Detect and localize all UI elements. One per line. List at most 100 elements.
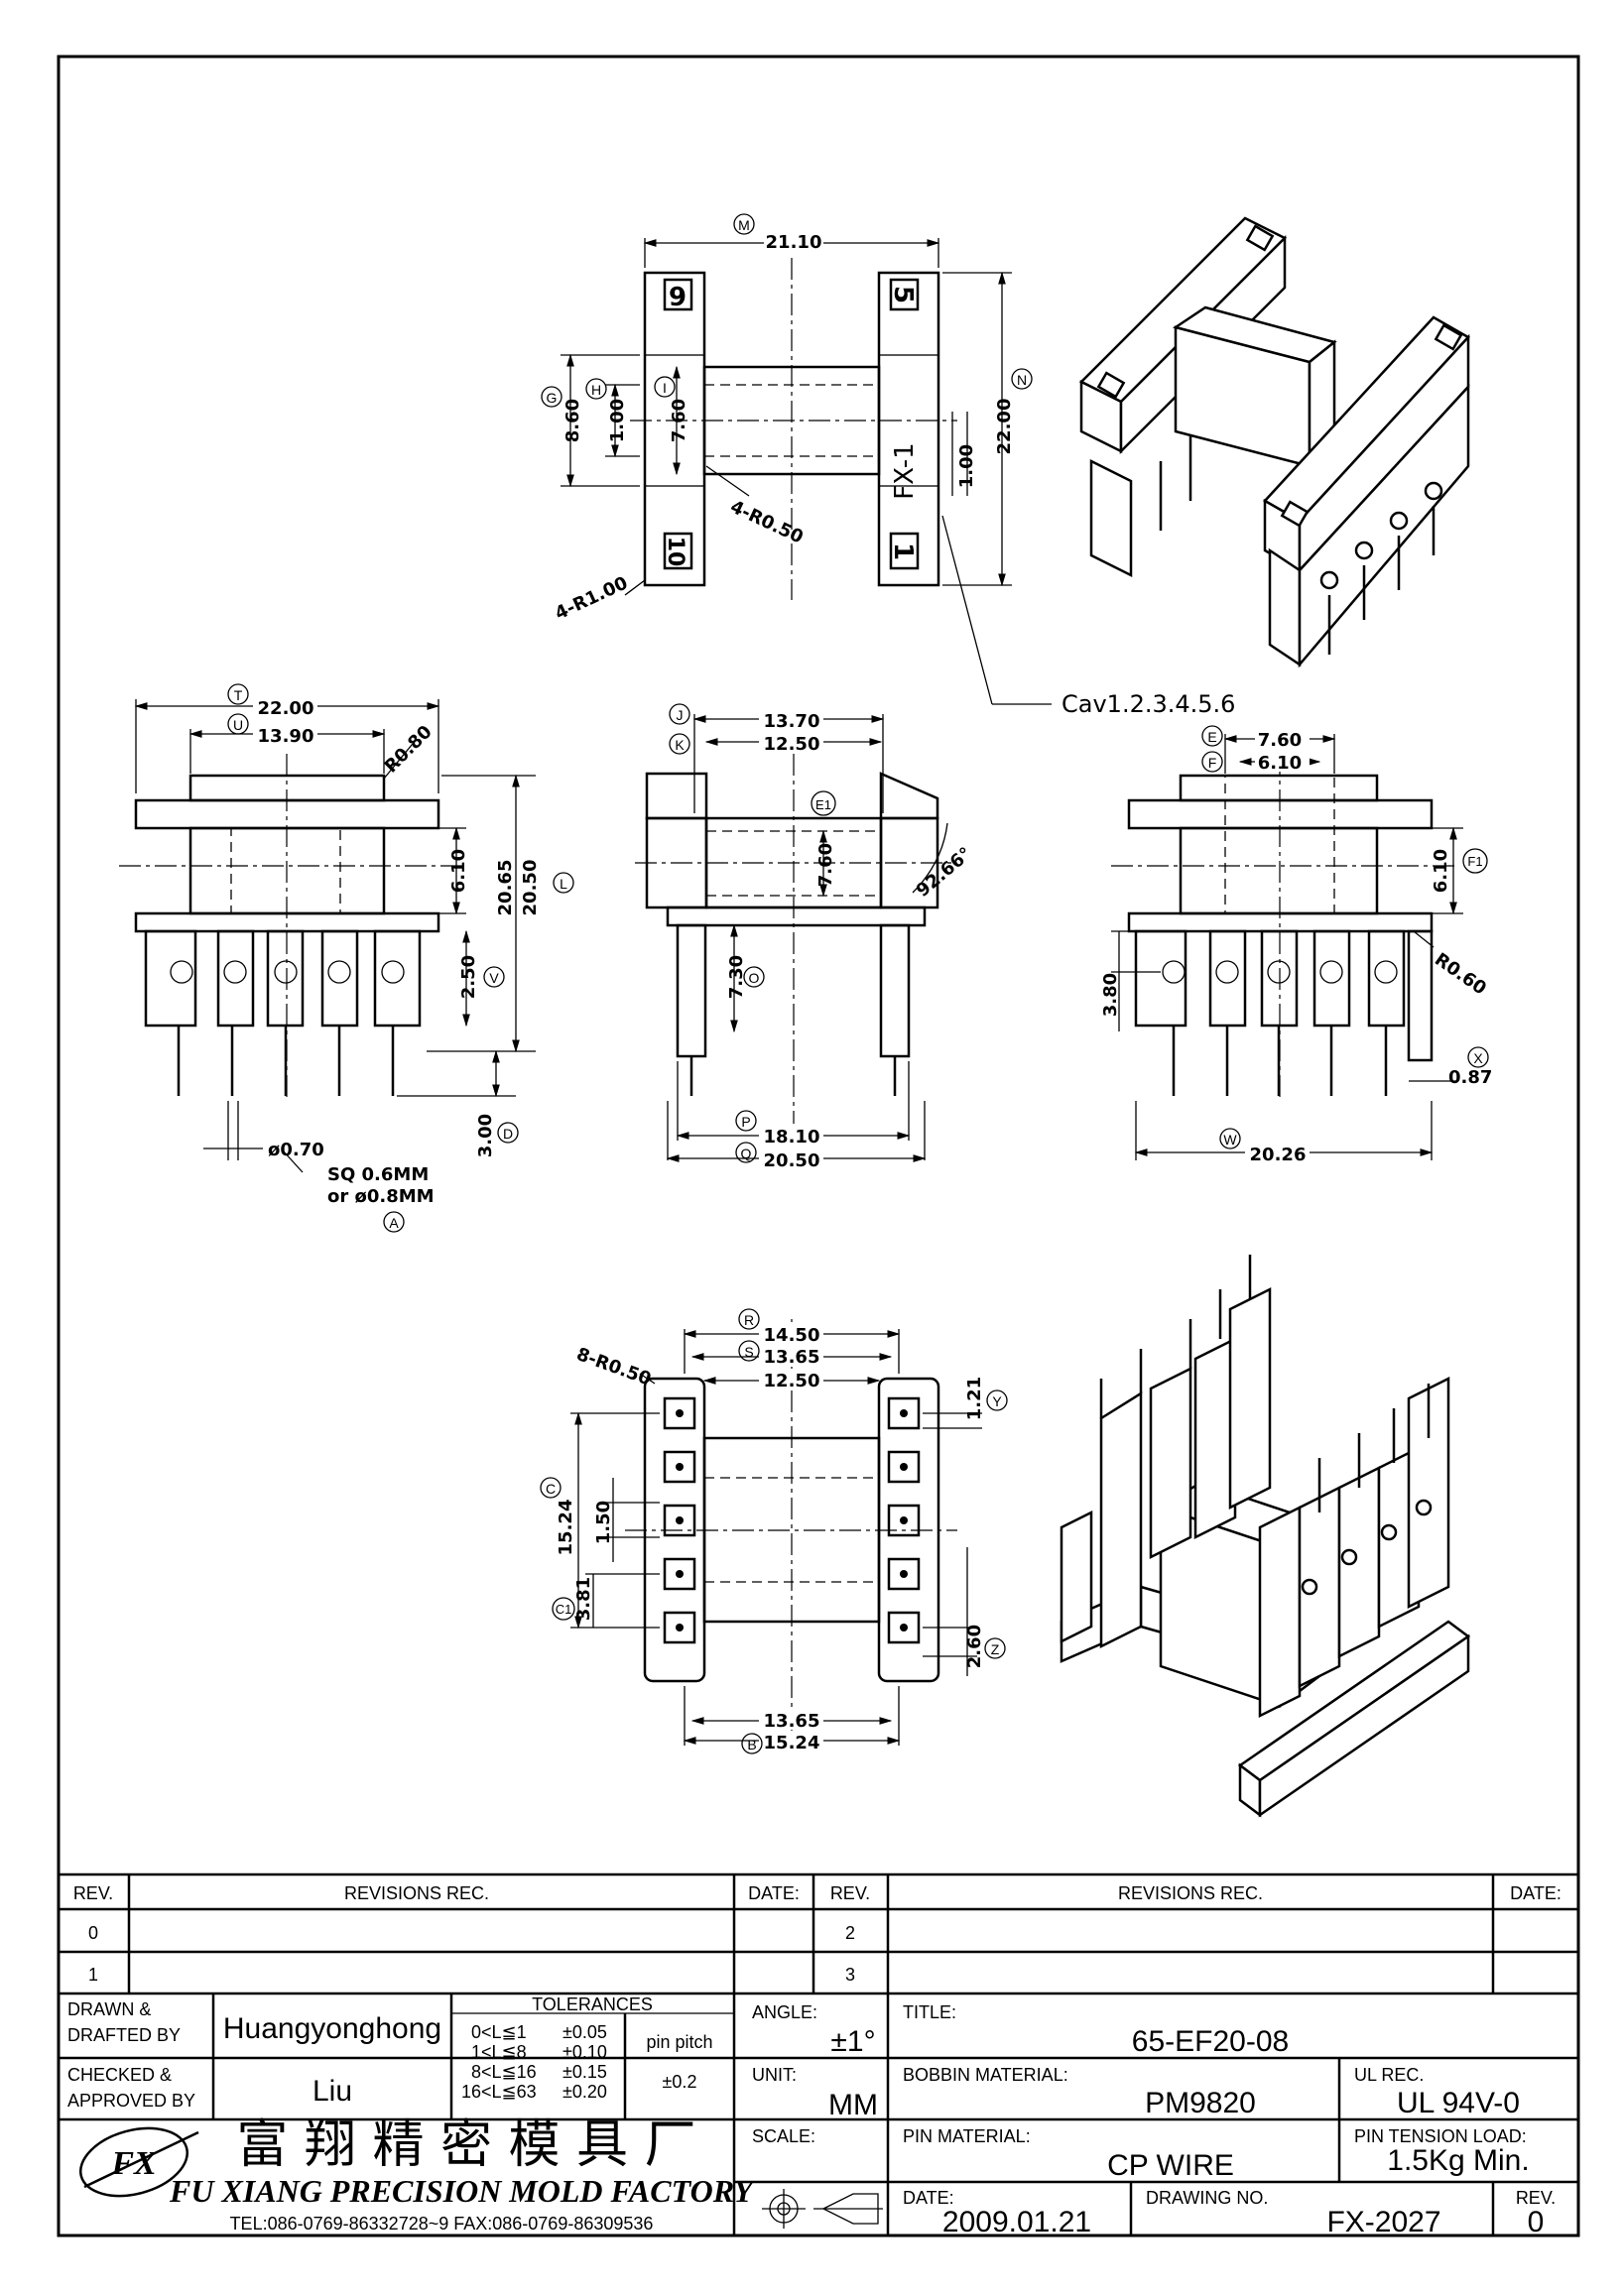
checked-label: CHECKED & xyxy=(67,2065,172,2085)
dim-380: 3.80 xyxy=(1100,973,1121,1017)
drawn-label: DRAWN & xyxy=(67,1999,151,2019)
drawing-no-label: DRAWING NO. xyxy=(1146,2188,1268,2208)
company-contact: TEL:086-0769-86332728~9 FAX:086-0769-863… xyxy=(230,2214,654,2234)
balloon-y: Y xyxy=(992,1393,1002,1409)
approved-label: APPROVED BY xyxy=(67,2091,195,2111)
approved-by: Liu xyxy=(312,2075,352,2108)
dim-s: 12.50 xyxy=(764,1371,820,1391)
balloon-r: R xyxy=(744,1312,754,1328)
tolerances-label: TOLERANCES xyxy=(532,1994,653,2014)
dim-n: 22.00 xyxy=(994,399,1015,455)
balloon-j: J xyxy=(677,707,684,723)
tol-range-4: 16<L≦63 xyxy=(461,2082,537,2102)
pin-diameter: ø0.70 xyxy=(268,1140,324,1160)
balloon-d: D xyxy=(503,1126,513,1142)
dim-1524-vertical: 15.24 xyxy=(556,1500,576,1556)
dim-610: 6.10 xyxy=(448,849,469,893)
balloon-v: V xyxy=(489,970,499,986)
balloon-b: B xyxy=(747,1737,756,1752)
dim-p: 18.10 xyxy=(764,1127,820,1148)
dim-j: 13.70 xyxy=(764,711,820,732)
tol-value-4: ±0.20 xyxy=(562,2082,607,2102)
balloon-z: Z xyxy=(991,1641,1000,1657)
rev-label: REV. xyxy=(1516,2188,1556,2208)
rev-row-1: 1 xyxy=(88,1965,98,1985)
pin-label-10: 10 xyxy=(663,537,687,567)
dim-f1: 6.10 xyxy=(1431,849,1451,893)
rev-header-left: REV. xyxy=(73,1883,113,1903)
balloon-x: X xyxy=(1473,1050,1483,1066)
dim-g: 8.60 xyxy=(562,399,583,442)
bobbin-material-label: BOBBIN MATERIAL: xyxy=(903,2065,1068,2085)
balloon-f1: F1 xyxy=(1467,854,1482,869)
sheet-border xyxy=(57,55,1580,2237)
tol-range-3: 8<L≦16 xyxy=(471,2062,537,2082)
balloon-s: S xyxy=(744,1344,753,1360)
date-label: DATE: xyxy=(903,2188,954,2208)
bottom-view: 14.50 R 13.65 S 12.50 8-R0.50 1.21 Y 15.… xyxy=(540,1308,1008,1754)
side-view: 13.70 J 12.50 K E1 7.60 92.66° 7.30 O 18… xyxy=(635,703,976,1171)
dim-260: 2.60 xyxy=(964,1625,985,1668)
dim-k: 12.50 xyxy=(764,734,820,755)
pin-material-value: CP WIRE xyxy=(1107,2149,1234,2182)
date-header-left: DATE: xyxy=(748,1883,800,1903)
balloon-p: P xyxy=(741,1114,750,1130)
dim-i: 7.60 xyxy=(669,399,689,442)
date-header-right: DATE: xyxy=(1510,1883,1562,1903)
date-value: 2009.01.21 xyxy=(942,2206,1091,2238)
radius-050: 4-R0.50 xyxy=(727,496,807,547)
balloon-k: K xyxy=(675,737,685,753)
tol-value-2: ±0.10 xyxy=(562,2042,607,2062)
dim-r: 14.50 xyxy=(764,1325,820,1346)
dim-730: 7.30 xyxy=(726,955,747,999)
balloon-c: C xyxy=(546,1481,556,1497)
pin-or: or ø0.8MM xyxy=(327,1186,435,1207)
pin-sq: SQ 0.6MM xyxy=(327,1164,429,1185)
top-view: 6 5 10 1 FX-1 21.10 M 22.00 N 8.60 G 1.0… xyxy=(541,213,1235,718)
unit-value: MM xyxy=(828,2089,878,2121)
rev-value: 0 xyxy=(1528,2206,1545,2238)
tol-range-1: 0<L≦1 xyxy=(471,2022,527,2042)
dim-760-side: 7.60 xyxy=(815,843,836,887)
rev-row-3: 3 xyxy=(845,1965,855,1985)
bobbin-material-value: PM9820 xyxy=(1145,2087,1256,2119)
balloon-e1: E1 xyxy=(815,797,831,812)
drawing-no-value: FX-2027 xyxy=(1326,2206,1440,2238)
dim-100-right: 1.00 xyxy=(956,444,977,488)
dim-2050: 20.50 xyxy=(520,860,541,916)
dim-150: 1.50 xyxy=(593,1501,614,1544)
radius-050-bottom: 8-R0.50 xyxy=(573,1344,654,1390)
balloon-h: H xyxy=(591,382,601,398)
pin-label-6: 6 xyxy=(669,280,687,309)
company-name-chinese: 富 翔 精 密 模 具 厂 xyxy=(236,2115,695,2175)
dim-angle: 92.66° xyxy=(913,843,976,901)
balloon-n: N xyxy=(1017,372,1027,388)
projection-symbol xyxy=(762,2189,883,2229)
logo-text: FX xyxy=(110,2145,158,2182)
tol-value-1: ±0.05 xyxy=(562,2022,607,2042)
dim-e: 7.60 xyxy=(1258,730,1302,751)
drawn-by: Huangyonghong xyxy=(223,2012,441,2045)
balloon-e: E xyxy=(1207,729,1216,745)
balloon-o: O xyxy=(749,970,760,986)
title-value: 65-EF20-08 xyxy=(1132,2025,1289,2058)
rev-row-2: 2 xyxy=(845,1923,855,1943)
ul-label: UL REC. xyxy=(1354,2065,1424,2085)
dim-1365-top: 13.65 xyxy=(764,1347,820,1368)
balloon-a: A xyxy=(389,1215,399,1231)
dim-u: 13.90 xyxy=(258,726,314,747)
pin-tension-label: PIN TENSION LOAD: xyxy=(1354,2126,1527,2146)
balloon-g: G xyxy=(547,390,558,406)
ul-value: UL 94V-0 xyxy=(1397,2087,1520,2119)
rev-row-0: 0 xyxy=(88,1923,98,1943)
angle-value: ±1° xyxy=(830,2025,875,2058)
pin-pitch-label: pin pitch xyxy=(646,2032,712,2052)
dim-f: 6.10 xyxy=(1258,753,1302,774)
angle-label: ANGLE: xyxy=(752,2002,817,2022)
company-name-english: FU XIANG PRECISION MOLD FACTORY xyxy=(169,2173,755,2209)
dim-m: 21.10 xyxy=(766,232,822,253)
drafted-label: DRAFTED BY xyxy=(67,2025,181,2045)
balloon-q: Q xyxy=(741,1146,752,1161)
pin-material-label: PIN MATERIAL: xyxy=(903,2126,1031,2146)
